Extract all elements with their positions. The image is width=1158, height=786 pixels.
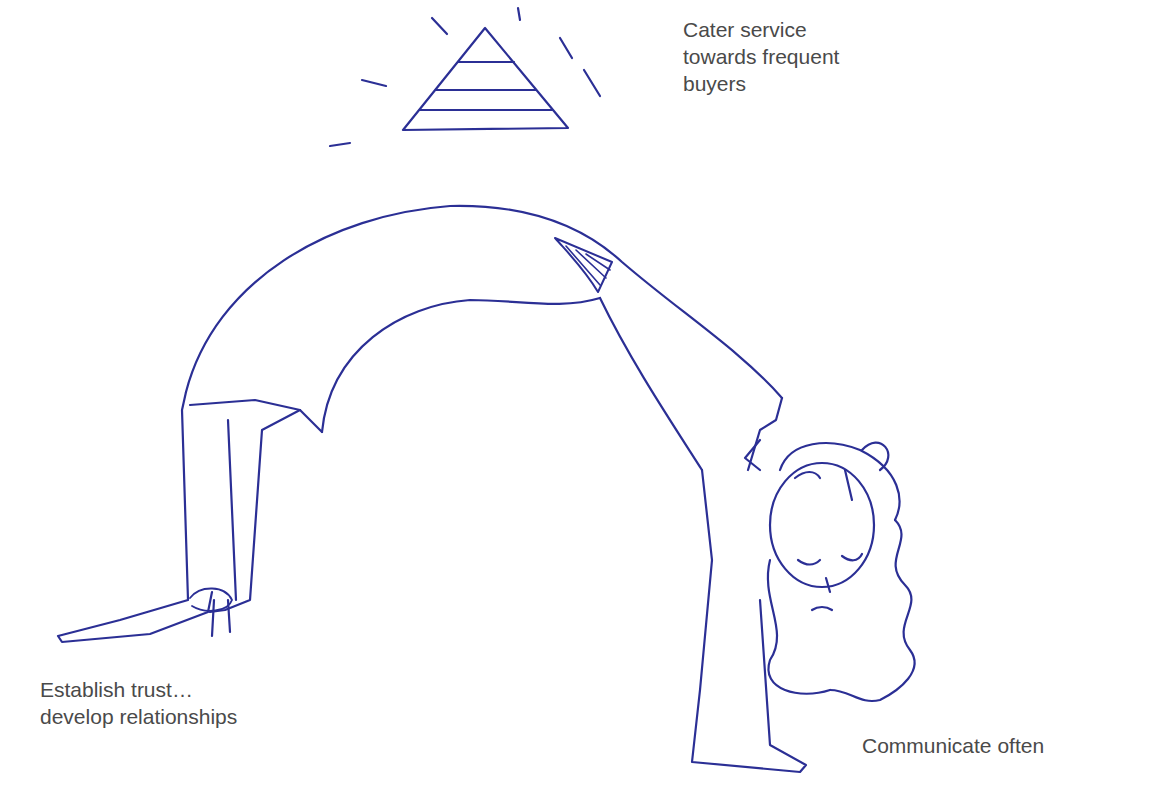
note-label: Establish trust… develop relationships: [40, 676, 255, 730]
pyramid-symbol: [330, 8, 600, 146]
note-label: Cater service towards frequent buyers: [683, 16, 858, 97]
note-label: Communicate often: [862, 732, 1044, 759]
